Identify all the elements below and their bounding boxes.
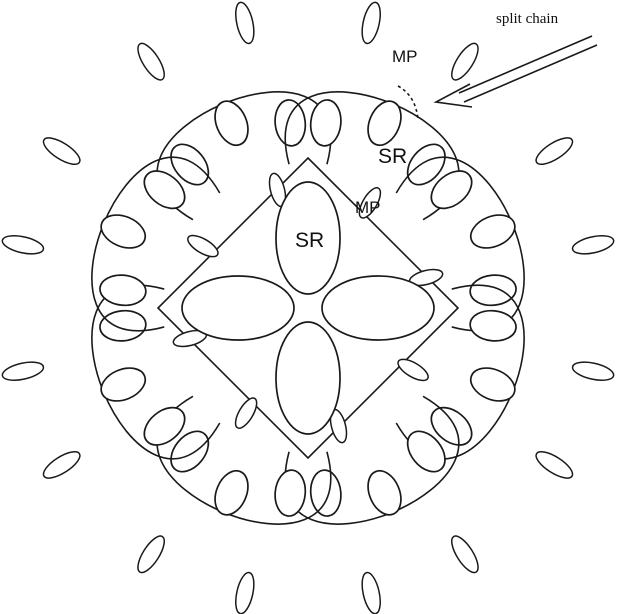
lobe-ring [362, 96, 407, 150]
sr-label-small-ring: SR [378, 145, 407, 168]
outer-picot [571, 359, 615, 384]
outer-picot [359, 571, 384, 614]
lobe-ring [99, 273, 148, 307]
lobe-ring [362, 466, 407, 520]
center-ring [322, 276, 434, 340]
outer-picot [133, 40, 169, 84]
lobe-ring [466, 209, 520, 254]
outer-picot [1, 232, 45, 257]
outer-picot [1, 359, 45, 384]
outer-picot [447, 40, 483, 84]
center-ring [182, 276, 294, 340]
sr-label-center-ring: SR [295, 229, 324, 252]
lobe-ring [209, 96, 254, 150]
lobe-ring [96, 362, 150, 407]
outer-picot [40, 447, 84, 483]
outer-picot [232, 1, 257, 45]
center-rings [182, 182, 434, 434]
lobe-ring [209, 466, 254, 520]
outer-picot [532, 133, 576, 169]
outer-picot [447, 532, 483, 576]
outer-picot [532, 447, 576, 483]
mp-label-center: MP [355, 198, 381, 217]
inner-picot [231, 395, 260, 431]
lobe-ring [469, 273, 518, 307]
lobe-ring [96, 209, 150, 254]
outer-picot [571, 232, 615, 257]
split-chain-label: split chain [496, 11, 559, 27]
lobe-ring [99, 309, 148, 343]
inner-picot [185, 231, 221, 260]
lobe-ring [466, 362, 520, 407]
lobe-ring [309, 469, 343, 518]
outer-picot [232, 571, 257, 614]
outer-picot [133, 532, 169, 576]
inner-picot [395, 355, 431, 384]
outer-picot [40, 133, 84, 169]
lobe-ring [469, 309, 518, 343]
lobe-ring [273, 469, 307, 518]
mp-label-top: MP [392, 47, 418, 66]
annotations: split chain MP SR MP SR [295, 11, 597, 252]
lobe-ring [309, 99, 343, 148]
center-ring [276, 322, 340, 434]
lobe-ring [273, 99, 307, 148]
outer-picot [359, 1, 384, 45]
